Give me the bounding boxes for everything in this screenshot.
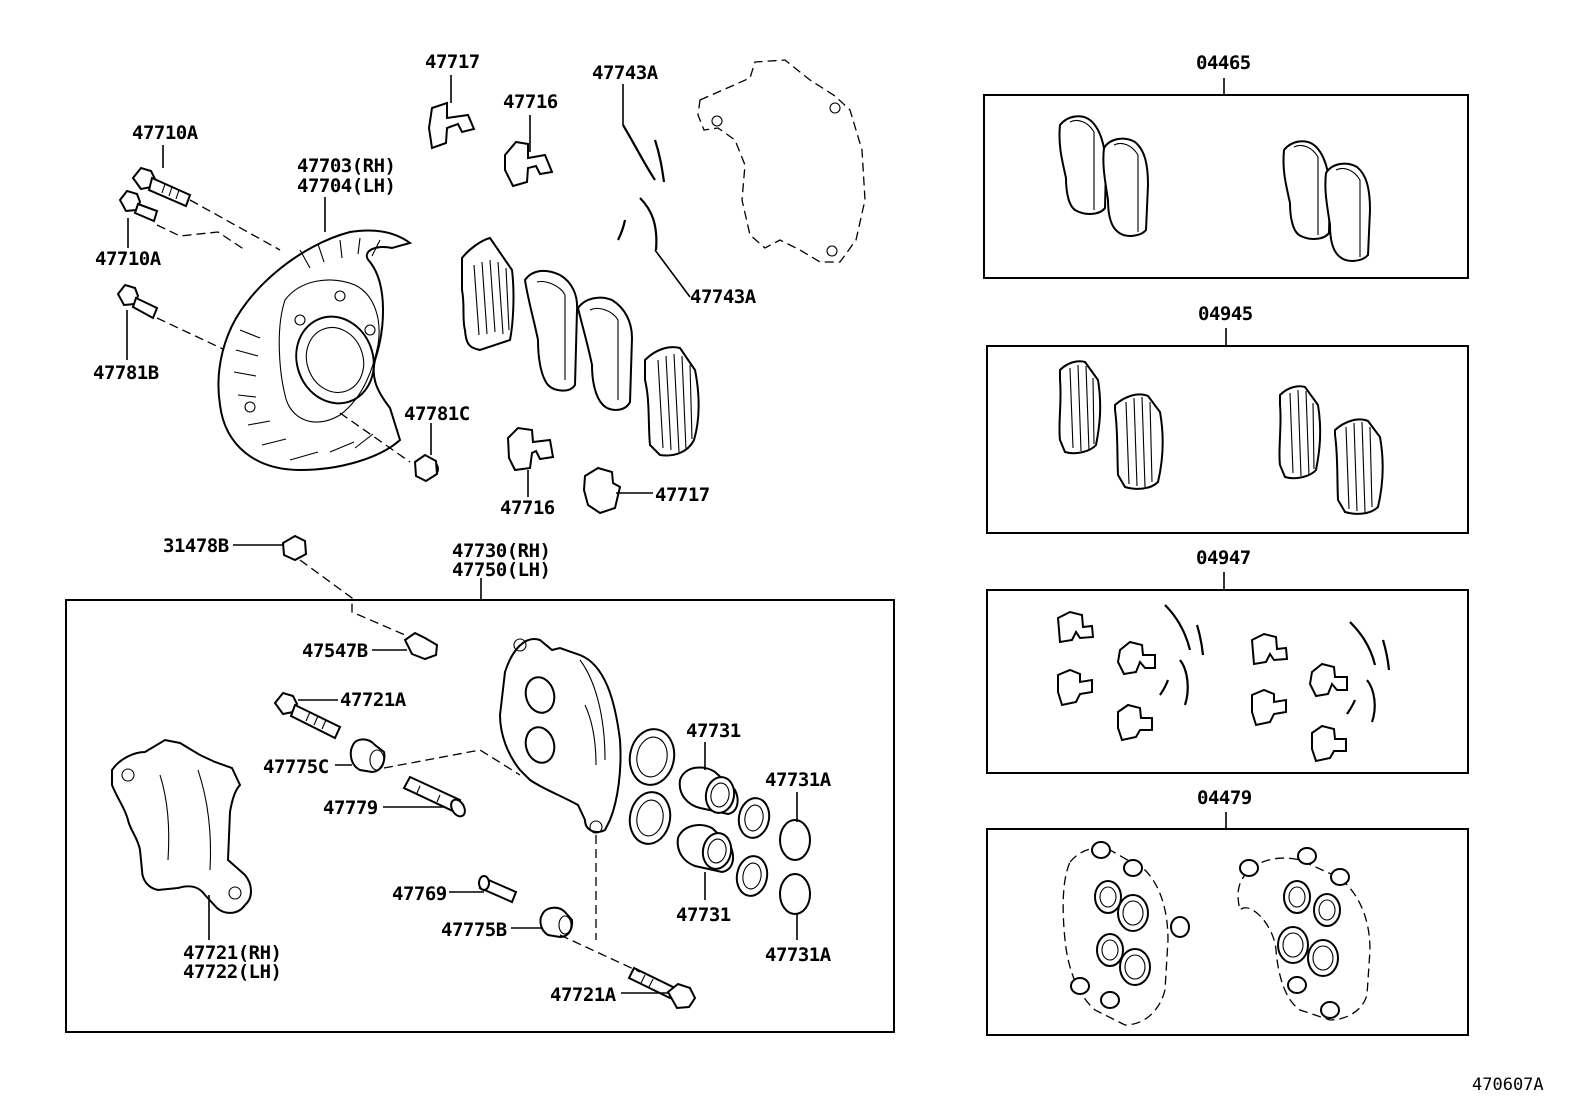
label-47721: 47721(RH) bbox=[183, 942, 281, 964]
label-47710A-bot: 47710A bbox=[95, 248, 162, 270]
label-kit-04947: 04947 bbox=[1196, 547, 1251, 569]
ring-47731A-upper[interactable] bbox=[779, 819, 811, 861]
label-kit-04465: 04465 bbox=[1196, 52, 1251, 74]
label-47775C: 47775C bbox=[263, 756, 329, 778]
kit-04479-box[interactable] bbox=[986, 828, 1469, 1036]
kit-04945-box[interactable] bbox=[986, 345, 1469, 534]
clip-47716-top[interactable] bbox=[504, 140, 554, 188]
label-47721A-bot: 47721A bbox=[550, 984, 617, 1006]
label-47731A-top: 47731A bbox=[765, 769, 832, 791]
piston-lower[interactable] bbox=[676, 824, 735, 874]
dust-shield-47703-47704[interactable] bbox=[217, 229, 413, 472]
label-47731-bot: 47731 bbox=[676, 904, 731, 926]
piston-upper[interactable] bbox=[678, 766, 739, 816]
bleeder-cap-31478B[interactable] bbox=[281, 534, 308, 562]
label-47775B: 47775B bbox=[441, 919, 507, 941]
brake-pad-right[interactable] bbox=[644, 346, 700, 457]
label-47717-top: 47717 bbox=[425, 51, 480, 73]
ring-47731A-lower[interactable] bbox=[779, 873, 811, 915]
seal-47731-lower-ring[interactable] bbox=[626, 789, 674, 847]
bushing-47775B[interactable] bbox=[539, 906, 574, 939]
label-47716-bot: 47716 bbox=[500, 497, 555, 519]
kit-04465-pads-left bbox=[1058, 115, 1150, 237]
label-kit-04945: 04945 bbox=[1198, 303, 1253, 325]
kit-04945-pads-left bbox=[1058, 360, 1164, 490]
label-47731A-bot: 47731A bbox=[765, 944, 832, 966]
label-47704: 47704(LH) bbox=[297, 175, 395, 197]
kit-04945-pads-right bbox=[1278, 385, 1384, 515]
bolt-47721A-bottom[interactable] bbox=[627, 966, 697, 1010]
label-kit-04479: 04479 bbox=[1197, 787, 1252, 809]
nut-47781C[interactable] bbox=[413, 453, 439, 483]
label-47716-top: 47716 bbox=[503, 91, 558, 113]
label-47769: 47769 bbox=[392, 883, 447, 905]
bolt-47710A-short[interactable] bbox=[118, 189, 159, 223]
kit-04947-clips-right bbox=[1250, 621, 1391, 763]
shim-47743A-upper[interactable] bbox=[622, 124, 666, 183]
label-47743A-mid: 47743A bbox=[690, 286, 757, 308]
label-47547B: 47547B bbox=[302, 640, 368, 662]
bolt-47781B[interactable] bbox=[116, 283, 159, 320]
kit-04479-seals-right bbox=[1237, 847, 1371, 1021]
seal-47731-upper-ring[interactable] bbox=[625, 726, 678, 789]
kit-04465-box[interactable] bbox=[983, 94, 1469, 279]
bleeder-plug-47547B[interactable] bbox=[403, 631, 439, 661]
clip-47716-bottom[interactable] bbox=[506, 426, 555, 472]
kit-04479-seals-left bbox=[1062, 841, 1190, 1026]
label-47779: 47779 bbox=[323, 797, 378, 819]
label-47703: 47703(RH) bbox=[297, 155, 395, 177]
caliper-support-47721-47722[interactable] bbox=[111, 738, 252, 914]
brake-pad-left[interactable] bbox=[461, 236, 515, 352]
boot-lower[interactable] bbox=[734, 854, 770, 899]
clip-47717-top[interactable] bbox=[427, 101, 476, 150]
label-47781C: 47781C bbox=[404, 403, 470, 425]
brake-pad-inner-1[interactable] bbox=[523, 269, 579, 392]
label-47730: 47730(RH) bbox=[452, 540, 550, 562]
label-31478B: 31478B bbox=[163, 535, 229, 557]
brake-pad-inner-2[interactable] bbox=[576, 296, 634, 411]
label-47731-top: 47731 bbox=[686, 720, 741, 742]
kit-04947-box[interactable] bbox=[986, 589, 1469, 774]
bolt-47721A-top[interactable] bbox=[273, 691, 342, 740]
clip-47717-bottom[interactable] bbox=[582, 466, 622, 515]
label-47710A-top: 47710A bbox=[132, 122, 199, 144]
boot-upper[interactable] bbox=[736, 796, 772, 841]
diagram-id: 470607A bbox=[1472, 1075, 1544, 1095]
label-47721A-top: 47721A bbox=[340, 689, 407, 711]
shim-47743A-lower[interactable] bbox=[617, 197, 658, 251]
label-47717-bot: 47717 bbox=[655, 484, 710, 506]
caliper-body-47730-47750[interactable] bbox=[498, 638, 622, 834]
label-47750: 47750(LH) bbox=[452, 559, 550, 581]
bushing-47775C[interactable] bbox=[349, 738, 386, 774]
kit-04947-clips-left bbox=[1056, 604, 1205, 742]
pin-47769[interactable] bbox=[478, 875, 518, 904]
bolt-47710A-long[interactable] bbox=[131, 166, 192, 208]
label-47743A-top: 47743A bbox=[592, 62, 659, 84]
pin-47779[interactable] bbox=[402, 775, 468, 819]
kit-04465-pads-right bbox=[1282, 140, 1372, 262]
label-47781B: 47781B bbox=[93, 362, 159, 384]
caliper-assembly-box bbox=[65, 599, 895, 1033]
label-47722: 47722(LH) bbox=[183, 961, 281, 983]
